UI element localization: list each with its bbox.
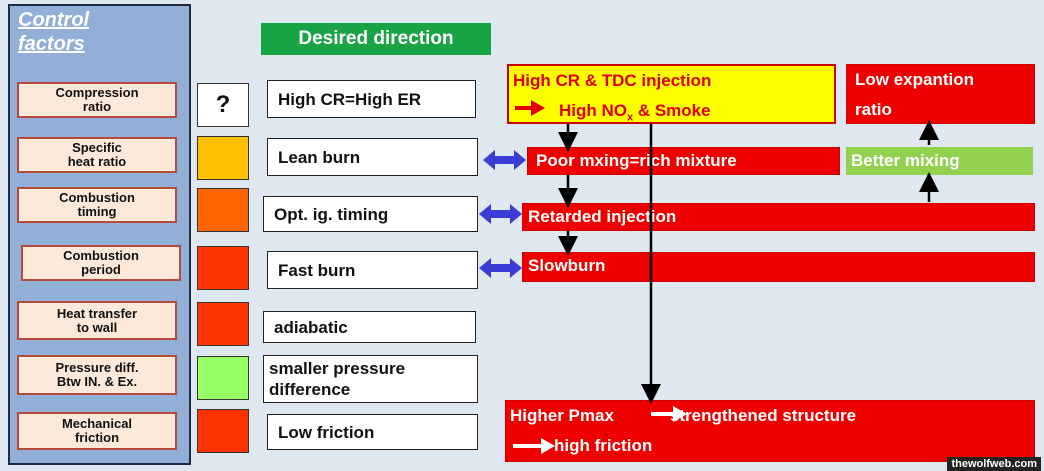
pmax-line2: high friction [554, 436, 653, 455]
direction-lean-burn: Lean burn [267, 138, 478, 176]
low-expansion-ratio-box: Low expantion ratio [846, 64, 1035, 124]
indicator-green [197, 356, 249, 400]
arrow-right-nox [515, 100, 545, 116]
indicator-red [197, 302, 249, 346]
watermark: thewolfweb.com [947, 457, 1041, 471]
direction-opt-ig-timing: Opt. ig. timing [263, 196, 478, 232]
slowburn-box: Slowburn [522, 252, 1035, 282]
double-arrow-lean-burn [483, 150, 526, 170]
factor-combustion-period: Combustion period [21, 245, 181, 281]
better-mixing-box: Better mixing [846, 147, 1033, 175]
cr-tdc-line2: High NOx & Smoke [559, 101, 711, 124]
desired-direction-header: Desired direction [261, 23, 491, 55]
factor-compression-ratio: Compression ratio [17, 82, 177, 118]
factor-specific-heat-ratio: Specific heat ratio [17, 137, 177, 173]
indicator-orange [197, 188, 249, 232]
retarded-injection-box: Retarded injection [522, 203, 1035, 231]
factor-mechanical-friction: Mechanical friction [17, 412, 177, 450]
direction-smaller-pressure-difference: smaller pressure difference [263, 355, 478, 403]
poor-mixing-box: Poor mxing=rich mixture [527, 147, 840, 175]
indicator-orange-light [197, 136, 249, 180]
arrow-right-pmax-2 [513, 438, 555, 454]
panel-title: Control factors [18, 9, 90, 55]
factor-pressure-diff: Pressure diff. Btw IN. & Ex. [17, 355, 177, 395]
low-expansion-line2: ratio [855, 100, 892, 119]
indicator-red [197, 246, 249, 290]
double-arrow-opt-ig-timing [479, 204, 522, 224]
cr-tdc-injection-box: High CR & TDC injection High NOx & Smoke [507, 64, 836, 124]
direction-low-friction: Low friction [267, 414, 478, 450]
double-arrow-fast-burn [479, 258, 522, 278]
factor-combustion-timing: Combustion timing [17, 187, 177, 223]
cr-tdc-line1: High CR & TDC injection [513, 71, 712, 90]
direction-fast-burn: Fast burn [267, 251, 478, 289]
factor-heat-transfer: Heat transfer to wall [17, 301, 177, 340]
indicator-red [197, 409, 249, 453]
indicator-unknown: ? [197, 83, 249, 127]
direction-high-cr: High CR=High ER [267, 80, 476, 118]
direction-adiabatic: adiabatic [263, 311, 476, 343]
low-expansion-line1: Low expantion [855, 70, 974, 89]
arrow-right-pmax-1 [651, 406, 687, 422]
